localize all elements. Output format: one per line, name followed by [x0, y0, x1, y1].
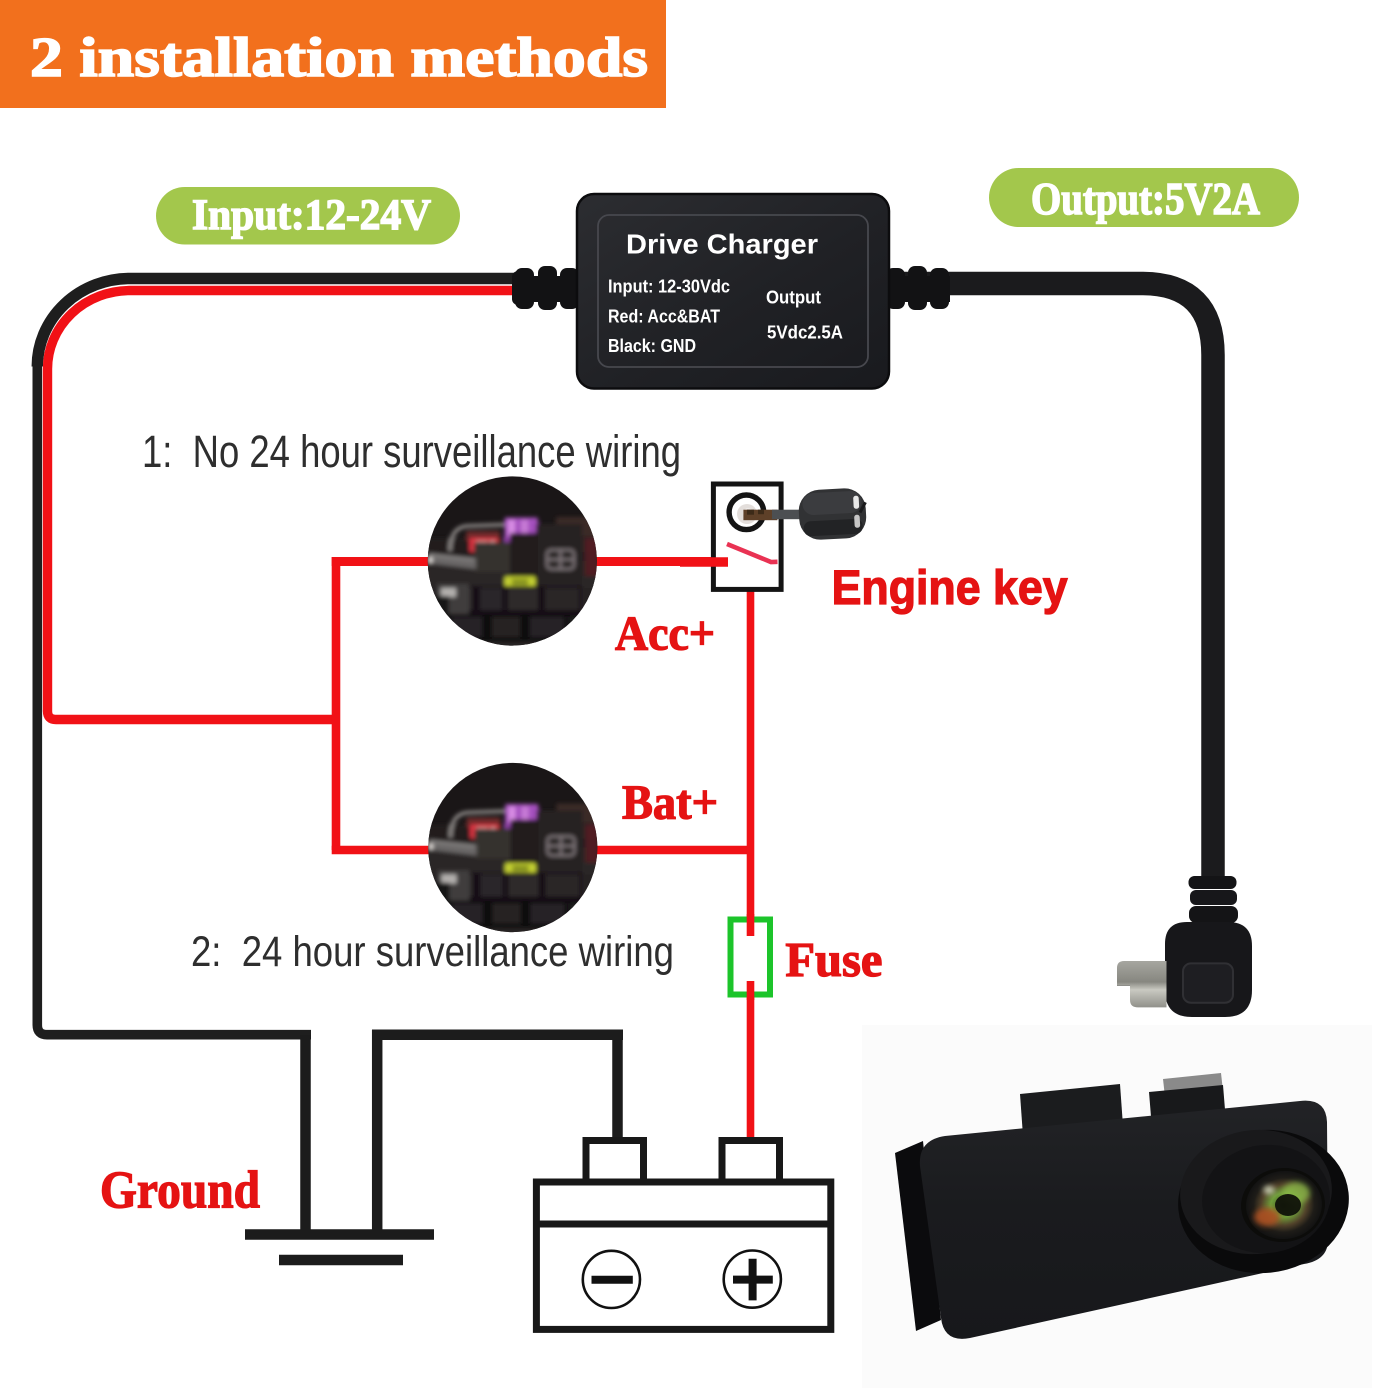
svg-text:Input: 12-30Vdc: Input: 12-30Vdc — [608, 277, 730, 297]
svg-text:2 installation methods: 2 installation methods — [30, 27, 648, 89]
svg-text:Bat+: Bat+ — [622, 775, 718, 830]
svg-text:Ground: Ground — [100, 1162, 260, 1220]
svg-text:Acc+: Acc+ — [615, 606, 715, 661]
svg-text:Fuse: Fuse — [785, 932, 882, 987]
svg-text:5Vdc2.5A: 5Vdc2.5A — [767, 323, 843, 343]
svg-text:Engine key: Engine key — [832, 562, 1068, 615]
svg-text:Input:12-24V: Input:12-24V — [192, 192, 431, 239]
svg-text:2: 24 hour surveillance wirin: 2: 24 hour surveillance wiring — [191, 928, 674, 976]
svg-text:Output:5V2A: Output:5V2A — [1031, 174, 1260, 224]
svg-text:Black: GND: Black: GND — [608, 336, 696, 356]
svg-text:Drive Charger: Drive Charger — [626, 229, 818, 260]
svg-text:Red: Acc&BAT: Red: Acc&BAT — [608, 307, 720, 327]
svg-text:1: No 24 hour surveillance wi: 1: No 24 hour surveillance wiring — [142, 426, 681, 477]
svg-text:Output: Output — [766, 288, 821, 308]
